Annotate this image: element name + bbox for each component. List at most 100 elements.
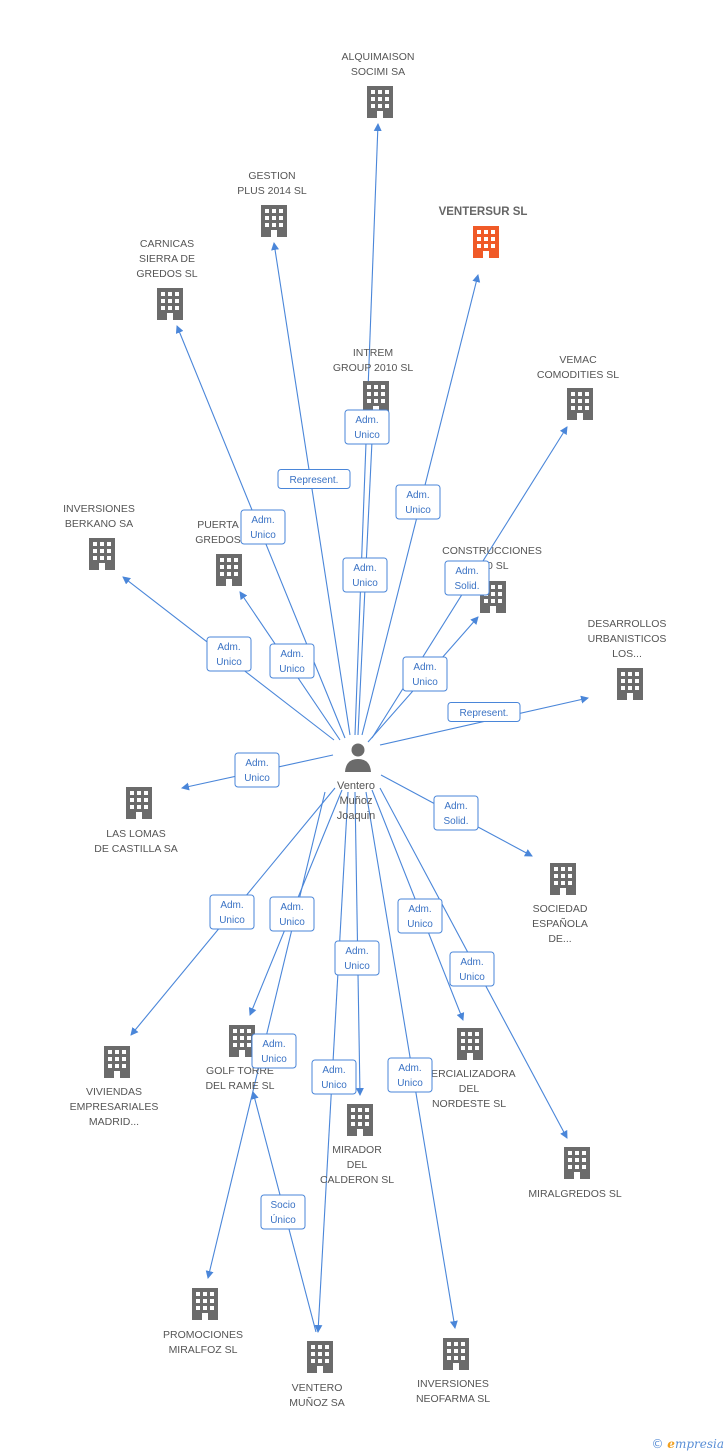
relation-label-mirador[interactable]: Adm.Unico bbox=[334, 940, 380, 976]
relation-box bbox=[234, 752, 280, 788]
relation-label-inversiones-neofarma[interactable]: Adm.Unico bbox=[387, 1057, 433, 1093]
relation-label-puerta-gredos[interactable]: Adm. Unico bbox=[269, 643, 315, 679]
relation-box bbox=[433, 795, 479, 831]
relation-text: Adm. bbox=[280, 649, 303, 660]
company-label: LOS... bbox=[612, 648, 642, 660]
person-label: Muñoz bbox=[339, 795, 372, 807]
relation-label-vemac[interactable]: Adm.Solid. bbox=[444, 560, 490, 596]
building-icon bbox=[443, 1338, 469, 1370]
company-label: MIRADOR bbox=[332, 1144, 382, 1156]
building-icon bbox=[192, 1288, 218, 1320]
company-node-ventersur[interactable]: VENTERSUR SL bbox=[439, 206, 528, 258]
building-icon bbox=[261, 205, 287, 237]
brand-initial: e bbox=[667, 1437, 675, 1451]
relation-text: Unico bbox=[279, 664, 305, 675]
relation-text: Adm. bbox=[444, 801, 467, 812]
relation-label-inversiones-berkano[interactable]: Adm.Unico bbox=[206, 636, 252, 672]
building-icon bbox=[550, 863, 576, 895]
company-label: NEOFARMA SL bbox=[416, 1393, 490, 1405]
relation-box bbox=[397, 898, 443, 934]
relation-label-gestion-plus[interactable]: Represent. bbox=[277, 469, 351, 489]
relation-box bbox=[402, 656, 448, 692]
relation-box bbox=[206, 636, 252, 672]
relation-box bbox=[387, 1057, 433, 1093]
relation-box bbox=[269, 896, 315, 932]
relation-label-golf-torre[interactable]: Adm. Unico bbox=[269, 896, 315, 932]
relation-text: Adm. bbox=[280, 902, 303, 913]
relation-label-alquimaison[interactable]: Adm.Unico bbox=[344, 409, 390, 445]
relation-text: Adm. bbox=[455, 566, 478, 577]
relation-text: Solid. bbox=[443, 816, 468, 827]
company-node-inversiones-berkano[interactable]: INVERSIONES BERKANO SA bbox=[63, 503, 135, 570]
relation-label-carnicas[interactable]: Adm.Unico bbox=[240, 509, 286, 545]
company-label: DESARROLLOS bbox=[588, 618, 667, 630]
company-label: DEL bbox=[347, 1159, 368, 1171]
relation-text: Adm. bbox=[353, 563, 376, 574]
company-node-miralgredos[interactable]: MIRALGREDOS SL bbox=[528, 1147, 622, 1200]
relation-text: Adm. bbox=[262, 1039, 285, 1050]
relation-label-desarrollos[interactable]: Represent. bbox=[447, 702, 521, 722]
company-node-las-lomas[interactable]: LAS LOMAS DE CASTILLA SA bbox=[94, 787, 178, 855]
company-node-viviendas[interactable]: VIVIENDASEMPRESARIALESMADRID... bbox=[70, 1046, 159, 1128]
company-label: CONSTRUCCIONES bbox=[442, 545, 542, 557]
relation-text: Represent. bbox=[290, 475, 339, 486]
relation-text: Unico bbox=[279, 917, 305, 928]
relation-text: Unico bbox=[412, 677, 438, 688]
relation-box bbox=[342, 557, 388, 593]
empresia-watermark: © empresia bbox=[651, 1437, 724, 1451]
company-label: BERKANO SA bbox=[65, 518, 133, 530]
company-label: COMODITIES SL bbox=[537, 369, 619, 381]
relation-text: Adm. bbox=[345, 946, 368, 957]
relation-box bbox=[395, 484, 441, 520]
company-node-desarrollos[interactable]: DESARROLLOSURBANISTICOSLOS... bbox=[588, 618, 667, 700]
relation-text: Represent. bbox=[460, 708, 509, 719]
company-label: VEMAC bbox=[559, 354, 597, 366]
relation-text: Unico bbox=[407, 919, 433, 930]
relation-label-viviendas[interactable]: Adm.Unico bbox=[209, 894, 255, 930]
building-icon bbox=[307, 1341, 333, 1373]
relation-box bbox=[209, 894, 255, 930]
company-label: MUÑOZ SA bbox=[289, 1396, 344, 1409]
company-label: PROMOCIONES bbox=[163, 1329, 243, 1341]
relation-label-construcciones[interactable]: Adm.Unico bbox=[402, 656, 448, 692]
relation-text: Unico bbox=[405, 505, 431, 516]
building-icon bbox=[347, 1104, 373, 1136]
relation-label-ventero-munoz-sa[interactable]: Adm.Unico bbox=[311, 1059, 357, 1095]
relation-label-sociedad-espanola[interactable]: Adm. Solid. bbox=[433, 795, 479, 831]
relation-text: Unico bbox=[397, 1078, 423, 1089]
company-label: VENTERSUR SL bbox=[439, 206, 528, 218]
company-label: VIVIENDAS bbox=[86, 1086, 142, 1098]
company-node-vemac[interactable]: VEMAC COMODITIES SL bbox=[537, 354, 619, 420]
relation-label-promociones[interactable]: Adm.Unico bbox=[251, 1033, 297, 1069]
relation-text: Adm. bbox=[245, 758, 268, 769]
company-label: LAS LOMAS bbox=[106, 828, 166, 840]
relation-box bbox=[240, 509, 286, 545]
relation-label-intrem[interactable]: Adm.Unico bbox=[342, 557, 388, 593]
relation-text: Adm. bbox=[355, 415, 378, 426]
relation-text: Adm. bbox=[408, 904, 431, 915]
relation-label-ventersur[interactable]: Adm.Unico bbox=[395, 484, 441, 520]
relation-label-miralgredos[interactable]: Adm.Unico bbox=[449, 951, 495, 987]
company-node-sociedad-espanola[interactable]: SOCIEDADESPAÑOLADE... bbox=[532, 863, 588, 945]
relation-box bbox=[251, 1033, 297, 1069]
relation-label-las-lomas[interactable]: Adm.Unico bbox=[234, 752, 280, 788]
company-label: DE CASTILLA SA bbox=[94, 843, 177, 855]
building-icon bbox=[367, 86, 393, 118]
company-label: INVERSIONES bbox=[63, 503, 135, 515]
relation-text: Unico bbox=[216, 657, 242, 668]
relation-box bbox=[311, 1059, 357, 1095]
relation-label-comercializadora[interactable]: Adm. Unico bbox=[397, 898, 443, 934]
